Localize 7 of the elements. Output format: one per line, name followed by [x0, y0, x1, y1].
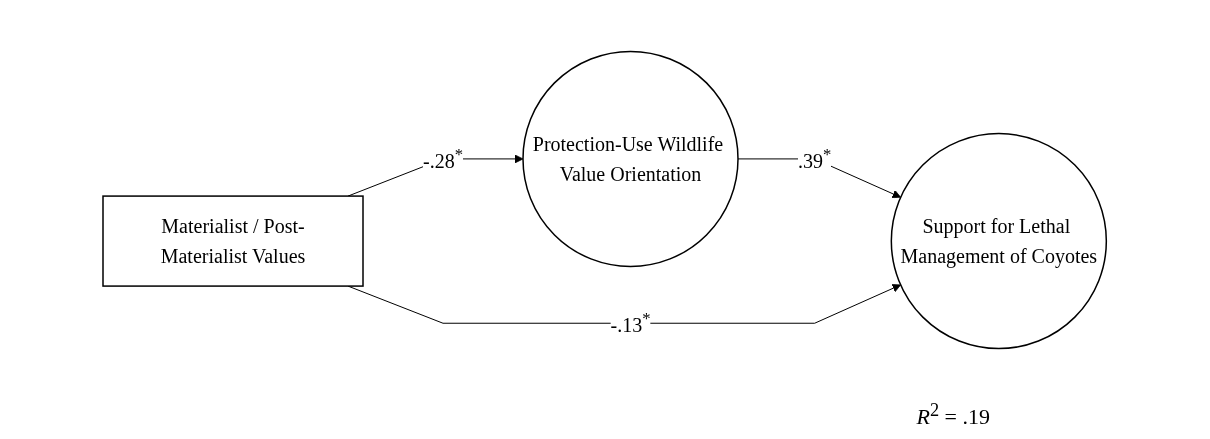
- edge-label: -.13$^{*}$: [610, 309, 651, 337]
- node-circle: Protection-Use Wildlife Value Orientation: [522, 50, 740, 268]
- edge-label: -.28$^{*}$: [423, 145, 464, 172]
- node-box: Materialist / Post-Materialist Values: [102, 195, 365, 287]
- edge-label: .39$^{*}$: [798, 145, 832, 172]
- r-squared-note: R$^{2}$ = .19: [916, 404, 990, 430]
- node-circle: Support for Lethal Management of Coyotes: [890, 132, 1108, 350]
